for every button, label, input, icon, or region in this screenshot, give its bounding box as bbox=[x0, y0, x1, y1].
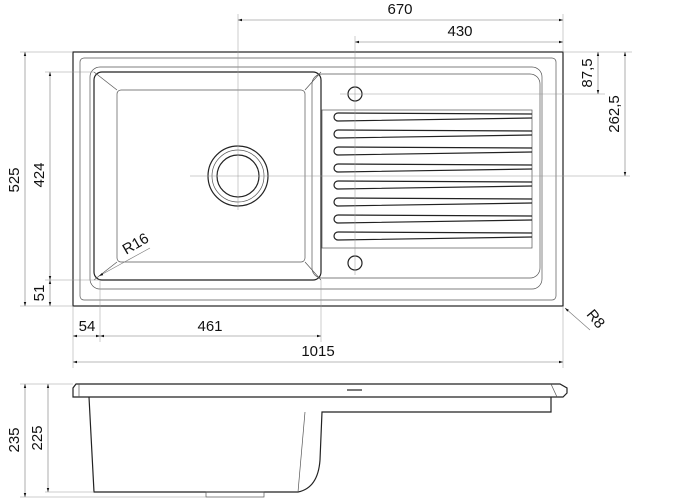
drainer-ribs bbox=[333, 112, 533, 241]
dim-424: 424 bbox=[31, 162, 48, 187]
drainer-rib bbox=[333, 112, 533, 122]
drainer-rib bbox=[333, 197, 533, 207]
dim-1015: 1015 bbox=[301, 343, 334, 360]
radius-r16: R16 bbox=[120, 230, 152, 258]
drainer-rib bbox=[333, 214, 533, 224]
side-view: 235 225 bbox=[6, 383, 568, 498]
radius-r8: R8 bbox=[583, 306, 608, 332]
drainer-rib bbox=[333, 231, 533, 241]
dim-430: 430 bbox=[447, 23, 472, 40]
drainer-rib bbox=[333, 129, 533, 139]
top-view bbox=[72, 14, 630, 342]
dimensions: 670 430 1015 54 461 525 424 51 87,5 262,… bbox=[6, 1, 632, 368]
dim-235: 235 bbox=[6, 427, 23, 452]
dim-87-5: 87,5 bbox=[579, 58, 596, 87]
dim-262-5: 262,5 bbox=[606, 95, 623, 133]
dim-225: 225 bbox=[29, 425, 46, 450]
dim-54: 54 bbox=[79, 318, 96, 335]
dim-51: 51 bbox=[31, 285, 48, 302]
dim-461: 461 bbox=[197, 318, 222, 335]
drainer-rib bbox=[333, 163, 533, 173]
dim-670: 670 bbox=[387, 1, 412, 18]
drain-outlet bbox=[205, 491, 265, 498]
dim-525: 525 bbox=[6, 167, 23, 192]
drainer-rib bbox=[333, 180, 533, 190]
drainer-rib bbox=[333, 146, 533, 156]
sink-outline bbox=[72, 51, 564, 307]
